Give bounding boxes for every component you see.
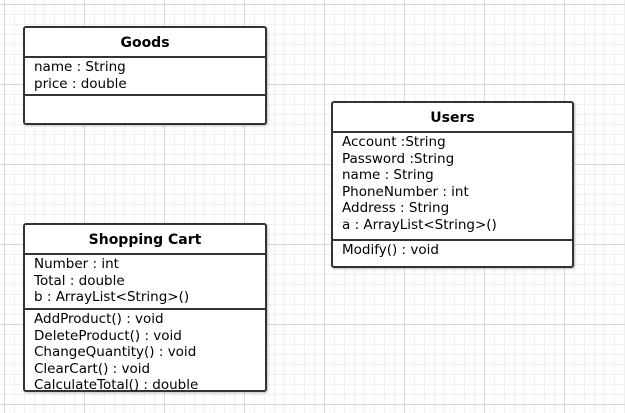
attribute: Address : String [342,200,450,216]
attribute: name : String [34,59,126,75]
operations-section: Modify() : void [333,241,572,261]
attribute: Password :String [342,150,455,167]
attribute: name : String [342,167,434,183]
attribute: Account :String [342,134,446,150]
operation: CalculateTotal() : double [34,377,199,393]
operation: ChangeQuantity() : void [34,344,197,360]
attributes-section: Account :String Password :String name : … [333,133,572,241]
attribute: b : ArrayList<String>() [34,289,190,305]
attribute: Number : int [34,256,119,272]
class-name: Goods [25,28,265,58]
operations-section [25,96,265,99]
class-goods[interactable]: Goods name : String price : double [23,26,267,125]
operation: ClearCart() : void [34,360,151,377]
attributes-section: Number : int Total : double b : ArrayLis… [25,255,265,310]
attribute: PhoneNumber : int [342,183,469,200]
operation: AddProduct() : void [34,311,164,327]
attributes-section: name : String price : double [25,58,265,96]
attribute: Total : double [34,272,125,289]
class-name: Users [333,103,572,133]
attribute: a : ArrayList<String>() [342,216,497,233]
attribute: price : double [34,75,127,92]
operation: Modify() : void [342,242,439,258]
class-shopping-cart[interactable]: Shopping Cart Number : int Total : doubl… [23,223,267,393]
operation: DeleteProduct() : void [34,327,182,344]
class-users[interactable]: Users Account :String Password :String n… [331,101,574,268]
operations-section: AddProduct() : void DeleteProduct() : vo… [25,310,265,396]
class-name: Shopping Cart [25,225,265,255]
